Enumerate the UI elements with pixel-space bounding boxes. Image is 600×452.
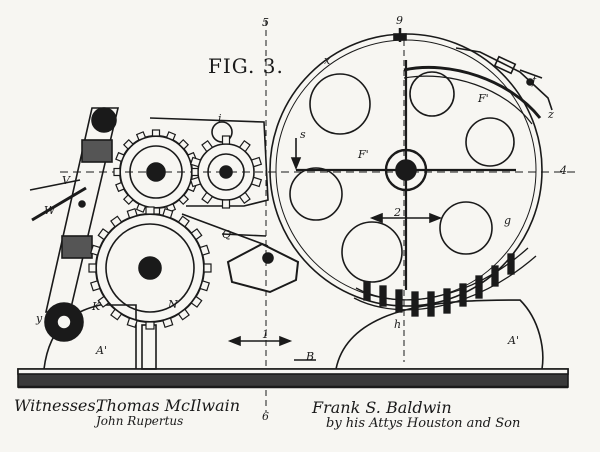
- lever-w: [31, 186, 87, 222]
- ref-label-5: 5: [262, 16, 269, 29]
- witness-signature-1: Thomas McIlwain: [96, 396, 241, 415]
- top-right-linkage: [455, 47, 553, 111]
- ref-label-v: V: [62, 174, 70, 187]
- gear-frame-plate: [149, 117, 269, 207]
- key-pin-rack: [353, 247, 537, 317]
- pawl-block: [181, 213, 300, 294]
- ref-label-w: W: [44, 204, 56, 217]
- ref-label-f: f: [532, 74, 537, 87]
- gear-tooth: [113, 167, 121, 177]
- ref-label-a1-right: A': [508, 334, 519, 347]
- witness-signature-2: John Rupertus: [96, 414, 184, 428]
- gear-tooth: [165, 131, 177, 141]
- ref-label-9: 9: [396, 14, 403, 27]
- right-support-frame: [335, 299, 544, 370]
- gear-tooth: [97, 228, 110, 241]
- ref-label-z: z: [548, 108, 554, 121]
- gear-tooth: [162, 317, 174, 329]
- gear-tooth: [97, 295, 110, 308]
- gear-tooth: [177, 215, 190, 228]
- gear-tooth: [162, 207, 174, 219]
- gear-tooth: [191, 167, 199, 177]
- gear-tooth: [110, 215, 123, 228]
- ref-label-k: K: [92, 300, 101, 313]
- lower-gear-teeth: [88, 206, 212, 330]
- pinion-gear: [197, 121, 255, 201]
- direction-arrow-2: [369, 212, 443, 224]
- direction-arrow-1: [227, 335, 293, 347]
- base-plate: [17, 368, 569, 389]
- gear-tooth: [89, 280, 101, 292]
- gear-tooth: [135, 131, 147, 141]
- gear-tooth: [178, 138, 190, 150]
- gear-tooth: [190, 295, 203, 308]
- ref-label-h: h: [394, 318, 402, 331]
- gear-tooth: [145, 206, 155, 215]
- gear-tooth: [238, 191, 251, 205]
- main-drum: [269, 33, 543, 307]
- ref-label-1: 1: [262, 328, 269, 341]
- top-spindle: [393, 28, 407, 42]
- ref-label-n: N: [168, 298, 178, 311]
- gear-tooth: [135, 203, 147, 213]
- gear-tooth: [89, 244, 101, 256]
- gear-tooth: [189, 156, 202, 168]
- attorney-signature: by his Attys Houston and Son: [326, 416, 521, 431]
- gear-tooth: [126, 317, 138, 329]
- inventor-signature: Frank S. Baldwin: [312, 398, 452, 417]
- ref-label-f1: F': [478, 92, 489, 105]
- ref-label-2: 2: [394, 206, 401, 219]
- ref-label-x: x: [324, 54, 331, 67]
- gear-tooth: [110, 308, 123, 321]
- ref-label-b: B: [306, 350, 315, 363]
- gear-tooth: [250, 176, 263, 188]
- ref-label-y: y: [36, 312, 43, 325]
- gear-tooth: [178, 194, 190, 206]
- gear-tooth: [221, 199, 231, 209]
- gear-tooth: [189, 176, 202, 188]
- gear-tooth: [201, 191, 214, 205]
- ref-label-i: i: [218, 112, 222, 125]
- direction-arrow-s: [290, 138, 302, 171]
- gear-tooth: [199, 244, 211, 256]
- gear-tooth: [151, 129, 161, 137]
- gear-tooth: [145, 321, 155, 330]
- ref-label-6: 6: [262, 410, 269, 423]
- gear-tooth: [250, 156, 263, 168]
- figure-title: FIG. 3.: [208, 54, 284, 78]
- pinion-gear-teeth: [189, 135, 263, 209]
- gear-tooth: [115, 181, 125, 193]
- left-post: [141, 324, 157, 370]
- gear-tooth: [221, 135, 231, 145]
- gear-tooth: [238, 139, 251, 153]
- gear-tooth: [190, 228, 203, 241]
- gear-tooth: [203, 263, 212, 273]
- ref-label-f-center: F': [358, 148, 369, 161]
- witnesses-label: Witnesses,: [14, 396, 101, 415]
- gear-tooth: [201, 139, 214, 153]
- belt-assembly: [44, 107, 120, 342]
- upper-gear-teeth: [113, 129, 199, 215]
- lower-gear: [95, 213, 205, 323]
- gear-tooth: [115, 151, 125, 163]
- gear-tooth: [122, 194, 134, 206]
- gear-tooth: [126, 207, 138, 219]
- lever-v: [29, 179, 81, 191]
- ref-label-g: g: [504, 214, 512, 227]
- ref-label-a1-left: A': [96, 344, 107, 357]
- gear-tooth: [122, 138, 134, 150]
- ref-label-4: 4: [560, 164, 567, 177]
- gear-tooth: [88, 263, 97, 273]
- gear-tooth: [199, 280, 211, 292]
- ref-label-q: Q: [222, 228, 232, 241]
- gear-tooth: [177, 308, 190, 321]
- ref-label-s: s: [300, 128, 306, 141]
